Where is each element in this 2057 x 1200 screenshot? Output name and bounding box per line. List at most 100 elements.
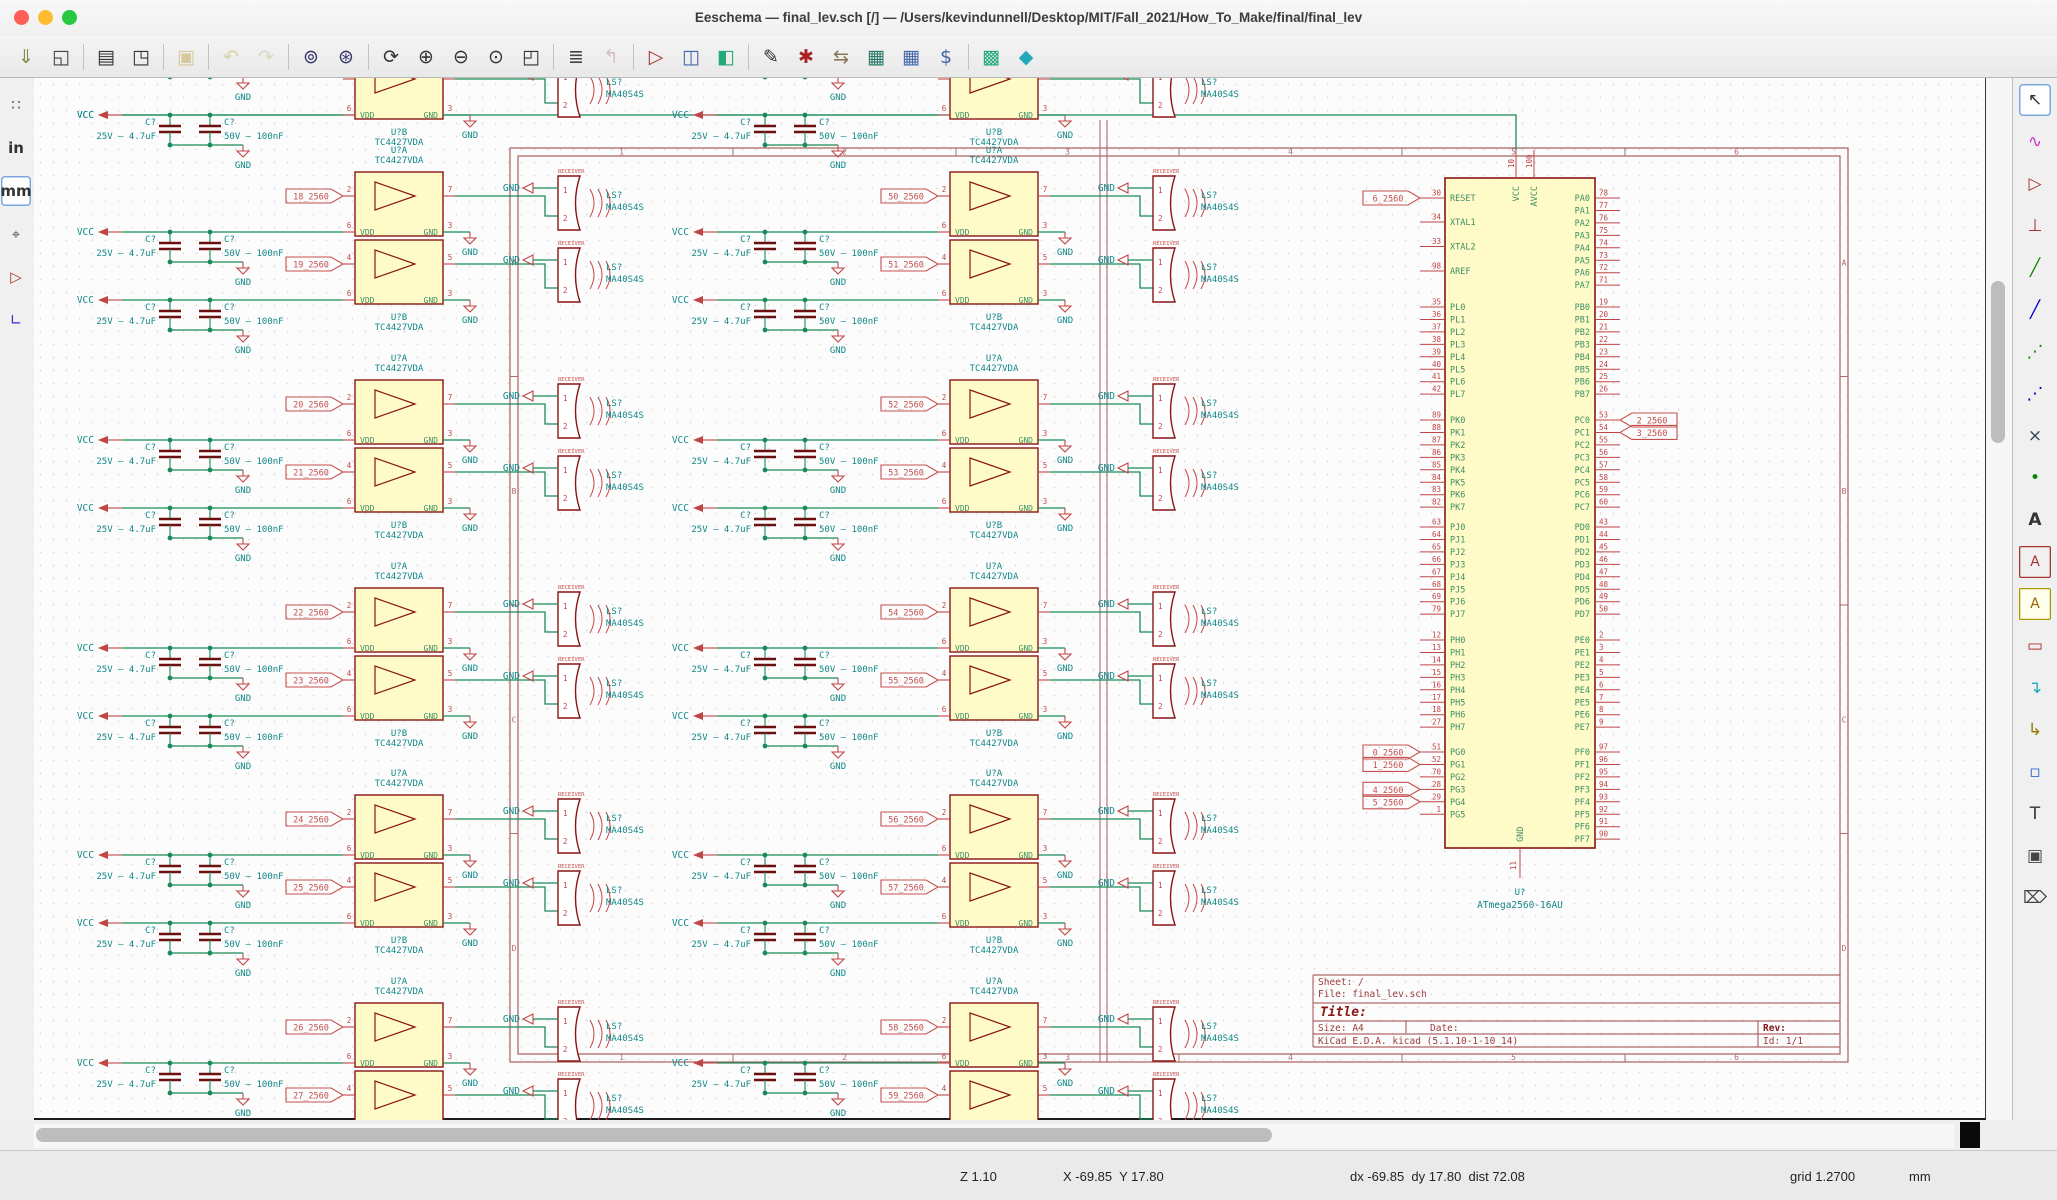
transducer-ma40s4s[interactable]: RECEIVER12LS?MA40S4SGND (1098, 169, 1239, 230)
transducer-ma40s4s[interactable]: RECEIVER12LS?MA40S4SGND (503, 1072, 644, 1120)
global-label-icon[interactable]: A (2019, 546, 2051, 578)
transducer-ma40s4s[interactable]: RECEIVER12LS?MA40S4SGND (503, 377, 644, 438)
plot-icon[interactable]: ◳ (125, 41, 157, 73)
driver-block[interactable]: U?ATC4427VDA27VDDGND63GNDVCCGNDC?25V — 4… (672, 78, 1239, 171)
symbol-browser-icon[interactable]: ◫ (675, 41, 707, 73)
place-power-port-icon[interactable]: ⊥ (2019, 210, 2051, 242)
driver-block[interactable]: U?ATC4427VDA27VDDGND63GNDVCCGNDC?25V — 4… (77, 769, 644, 979)
leave-sheet-icon[interactable]: ↰ (595, 41, 627, 73)
mcu-atmega2560[interactable]: 30RESET6_256034XTAL133XTAL298AREF35PL036… (1363, 150, 1677, 911)
bus-to-bus-entry-icon[interactable]: ⋰ (2019, 378, 2051, 410)
driver-block[interactable]: U?ATC4427VDA27VDDGND63GNDVCCGNDC?25V — 4… (77, 78, 644, 171)
transducer-ma40s4s[interactable]: RECEIVER12LS?MA40S4SGND (1098, 792, 1239, 853)
vertical-scrollbar-thumb[interactable] (1991, 281, 2005, 443)
transducer-ma40s4s[interactable]: RECEIVER12LS?MA40S4SGND (1098, 241, 1239, 302)
transducer-ma40s4s[interactable]: RECEIVER12LS?MA40S4SGND (1098, 657, 1239, 718)
driver-block[interactable]: U?ATC4427VDA27VDDGND63GNDVCCGNDC?25V — 4… (672, 146, 1239, 356)
horizontal-scrollbar-thumb[interactable] (36, 1128, 1272, 1142)
transducer-ma40s4s[interactable]: RECEIVER12LS?MA40S4SGND (1098, 1072, 1239, 1120)
driver-block[interactable]: U?ATC4427VDA27VDDGND63GNDVCCGNDC?25V — 4… (672, 562, 1239, 772)
erc-icon[interactable]: ✱ (790, 41, 822, 73)
decoupling-caps[interactable]: VCCGNDC?25V — 4.7uFC?50V — 100nF (77, 918, 343, 979)
transducer-ma40s4s[interactable]: RECEIVER12LS?MA40S4SGND (1098, 78, 1239, 117)
navigate-hierarchy-icon[interactable]: ≣ (560, 41, 592, 73)
decoupling-caps[interactable]: VCCGNDC?25V — 4.7uFC?50V — 100nF (672, 295, 938, 356)
transducer-ma40s4s[interactable]: RECEIVER12LS?MA40S4SGND (1098, 864, 1239, 925)
generate-netlist-icon[interactable]: ▦ (860, 41, 892, 73)
no-connect-flag-icon[interactable]: × (2019, 420, 2051, 452)
driver-block[interactable]: U?ATC4427VDA27VDDGND63GNDVCCGNDC?25V — 4… (672, 354, 1239, 564)
transducer-ma40s4s[interactable]: RECEIVER12LS?MA40S4SGND (503, 1000, 644, 1061)
edit-symbol-fields-icon[interactable]: ▦ (895, 41, 927, 73)
decoupling-caps[interactable]: VCCGNDC?25V — 4.7uFC?50V — 100nF (77, 295, 343, 356)
page-settings-icon[interactable]: ◱ (45, 41, 77, 73)
print-icon[interactable]: ▤ (90, 41, 122, 73)
run-pcbnew-icon[interactable]: ▩ (975, 41, 1007, 73)
transducer-ma40s4s[interactable]: RECEIVER12LS?MA40S4SGND (1098, 449, 1239, 510)
hierarchical-label-icon[interactable]: A (2019, 588, 2051, 620)
select-tool-icon[interactable]: ↖ (2019, 84, 2051, 116)
zoom-to-selection-icon[interactable]: ◰ (515, 41, 547, 73)
assign-footprints-icon[interactable]: ⇆ (825, 41, 857, 73)
transducer-ma40s4s[interactable]: RECEIVER12LS?MA40S4SGND (1098, 377, 1239, 438)
footprint-editor-icon[interactable]: ◧ (710, 41, 742, 73)
annotate-icon[interactable]: ✎ (755, 41, 787, 73)
driver-block[interactable]: U?ATC4427VDA27VDDGND63GNDVCCGNDC?25V — 4… (77, 146, 644, 356)
decoupling-caps[interactable]: VCCGNDC?25V — 4.7uFC?50V — 100nF (77, 78, 343, 103)
grid-toggle-icon[interactable]: ∷ (1, 90, 31, 120)
zoom-fit-icon[interactable]: ⊙ (480, 41, 512, 73)
transducer-ma40s4s[interactable]: RECEIVER12LS?MA40S4SGND (503, 657, 644, 718)
decoupling-caps[interactable]: VCCGNDC?25V — 4.7uFC?50V — 100nF (77, 503, 343, 564)
transducer-ma40s4s[interactable]: RECEIVER12LS?MA40S4SGND (503, 585, 644, 646)
cursor-shape-icon[interactable]: ⌖ (1, 219, 31, 249)
place-sheet-pin-icon[interactable]: ↳ (2019, 714, 2051, 746)
decoupling-caps[interactable]: VCCGNDC?25V — 4.7uFC?50V — 100nF (672, 918, 938, 979)
decoupling-caps[interactable]: VCCGNDC?25V — 4.7uFC?50V — 100nF (672, 78, 938, 103)
driver-block[interactable]: U?ATC4427VDA27VDDGND63GNDVCCGNDC?25V — 4… (77, 562, 644, 772)
zoom-in-icon[interactable]: ⊕ (410, 41, 442, 73)
place-bus-icon[interactable]: ╱ (2019, 294, 2051, 326)
driver-block[interactable]: U?ATC4427VDA27VDDGND63GNDVCCGNDC?25V — 4… (77, 354, 644, 564)
hv-wires-icon[interactable]: ∟ (1, 305, 31, 335)
hierarchical-sheet-icon[interactable]: ▭ (2019, 630, 2051, 662)
transducer-ma40s4s[interactable]: RECEIVER12LS?MA40S4SGND (503, 241, 644, 302)
transducer-ma40s4s[interactable]: RECEIVER12LS?MA40S4SGND (1098, 1000, 1239, 1061)
find-icon[interactable]: ⊚ (295, 41, 327, 73)
horizontal-scrollbar[interactable] (34, 1124, 1954, 1148)
decoupling-caps[interactable]: VCCGNDC?25V — 4.7uFC?50V — 100nF (77, 711, 343, 772)
decoupling-caps[interactable]: VCCGNDC?25V — 4.7uFC?50V — 100nF (672, 110, 938, 171)
place-image-icon[interactable]: ▣ (2019, 840, 2051, 872)
back-annotate-icon[interactable]: ◆ (1010, 41, 1042, 73)
place-text-icon[interactable]: T (2019, 798, 2051, 830)
driver-block[interactable]: U?ATC4427VDA27VDDGND63GNDVCCGNDC?25V — 4… (672, 977, 1239, 1120)
paste-icon[interactable]: ▣ (170, 41, 202, 73)
highlight-net-icon[interactable]: ∿ (2019, 126, 2051, 158)
transducer-ma40s4s[interactable]: RECEIVER12LS?MA40S4SGND (503, 792, 644, 853)
net-label-icon[interactable]: A (2019, 504, 2051, 536)
import-sheet-pin-icon[interactable]: ↴ (2019, 672, 2051, 704)
transducer-ma40s4s[interactable]: RECEIVER12LS?MA40S4SGND (1098, 585, 1239, 646)
place-wire-icon[interactable]: ╱ (2019, 252, 2051, 284)
transducer-ma40s4s[interactable]: RECEIVER12LS?MA40S4SGND (503, 169, 644, 230)
generate-bom-icon[interactable]: $ (930, 41, 962, 73)
zoom-out-icon[interactable]: ⊖ (445, 41, 477, 73)
transducer-ma40s4s[interactable]: RECEIVER12LS?MA40S4SGND (503, 449, 644, 510)
transducer-ma40s4s[interactable]: RECEIVER12LS?MA40S4SGND (503, 78, 644, 117)
delete-tool-icon[interactable]: ⌦ (2019, 882, 2051, 914)
find-replace-icon[interactable]: ⊛ (330, 41, 362, 73)
decoupling-caps[interactable]: VCCGNDC?25V — 4.7uFC?50V — 100nF (77, 110, 343, 171)
redraw-icon[interactable]: ⟳ (375, 41, 407, 73)
units-inches-icon[interactable]: in (1, 133, 31, 163)
wire-to-bus-entry-icon[interactable]: ⋰ (2019, 336, 2051, 368)
decoupling-caps[interactable]: VCCGNDC?25V — 4.7uFC?50V — 100nF (672, 503, 938, 564)
decoupling-caps[interactable]: VCCGNDC?25V — 4.7uFC?50V — 100nF (672, 711, 938, 772)
symbol-editor-icon[interactable]: ▷ (640, 41, 672, 73)
driver-block[interactable]: U?ATC4427VDA27VDDGND63GNDVCCGNDC?25V — 4… (672, 769, 1239, 979)
schematic-canvas[interactable]: 112233445566AABBCCDDSheet: /File: final_… (34, 78, 1986, 1120)
undo-icon[interactable]: ↶ (215, 41, 247, 73)
show-hidden-pins-icon[interactable]: ▷ (1, 262, 31, 292)
graphic-polyline-icon[interactable]: ▫ (2019, 756, 2051, 788)
vertical-scrollbar[interactable] (1986, 78, 2012, 1120)
transducer-ma40s4s[interactable]: RECEIVER12LS?MA40S4SGND (503, 864, 644, 925)
driver-block[interactable]: U?ATC4427VDA27VDDGND63GNDVCCGNDC?25V — 4… (77, 977, 644, 1120)
